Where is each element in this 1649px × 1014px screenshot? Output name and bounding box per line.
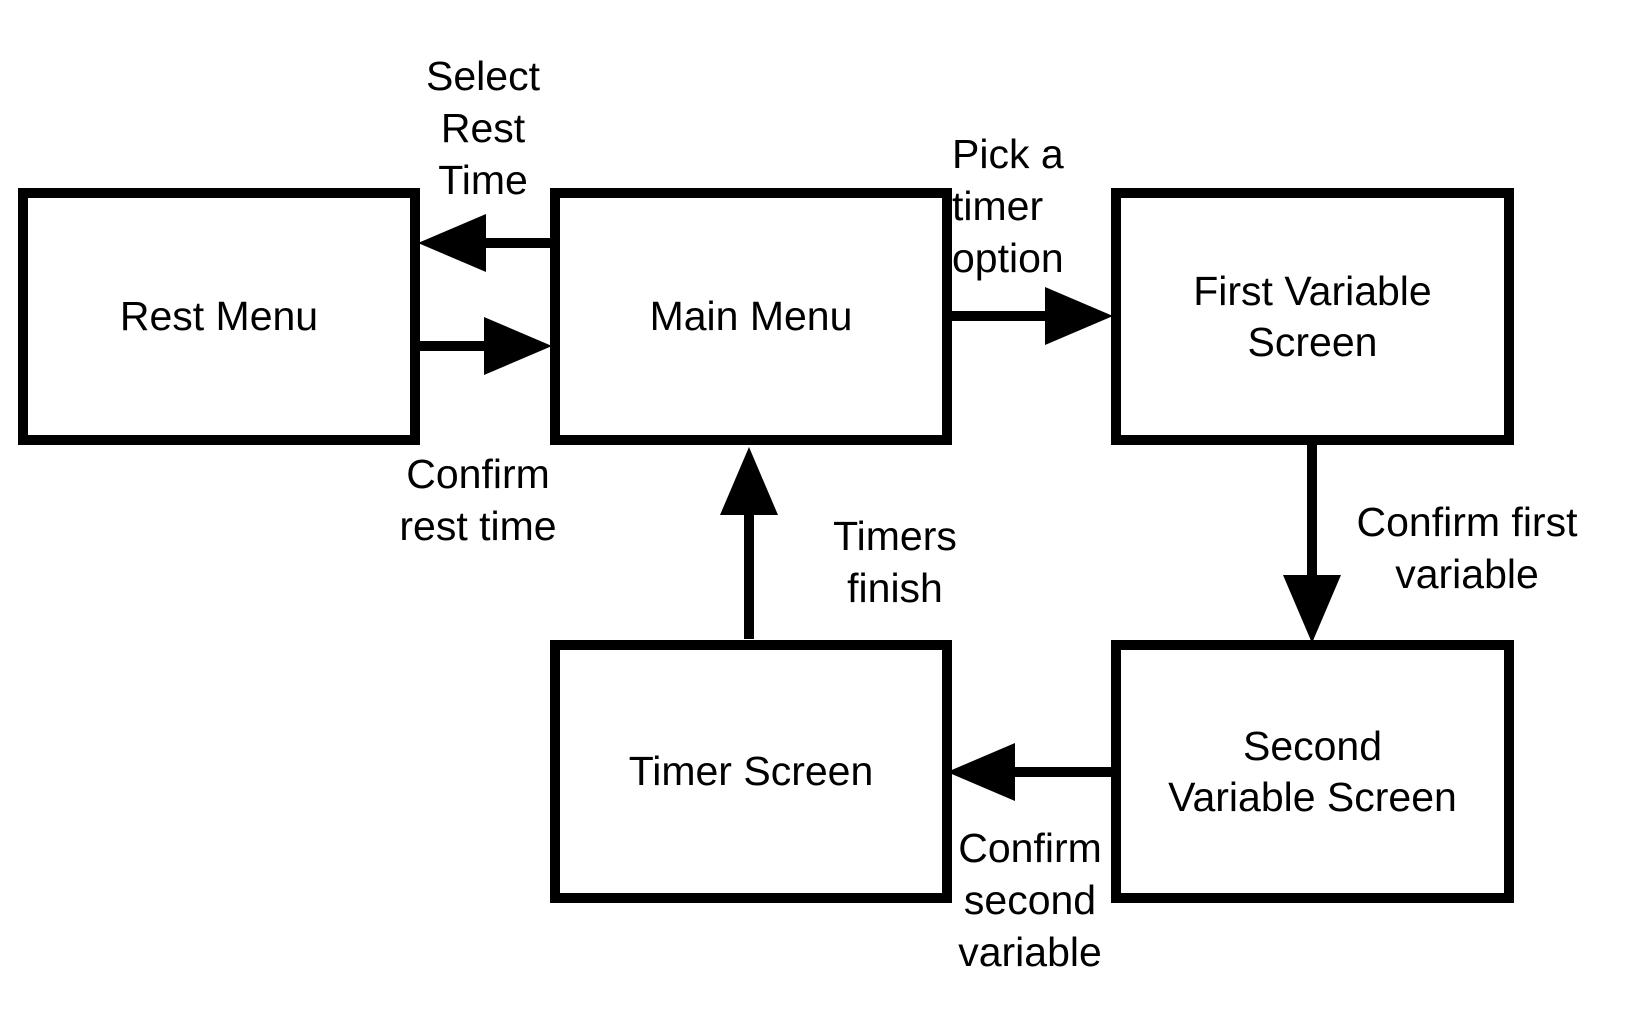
second-variable-screen-box: Second Variable Screen [1111, 640, 1514, 903]
arrow-confirm-second-variable [947, 743, 1113, 801]
rest-menu-label: Rest Menu [119, 293, 319, 339]
rest-menu-box: Rest Menu [18, 188, 420, 445]
edge-label-pick-timer-option: Pick a timer option [952, 131, 1064, 281]
edge-label-confirm-first-variable: Confirm first variable [1356, 499, 1578, 597]
second-variable-screen-label: Second Variable Screen [1168, 722, 1457, 820]
arrow-confirm-rest-time [418, 317, 552, 375]
timer-screen-label: Timer Screen [628, 748, 874, 794]
main-menu-label: Main Menu [649, 293, 853, 339]
timer-screen-box: Timer Screen [550, 640, 952, 903]
arrow-timers-finish [720, 447, 778, 639]
main-menu-box: Main Menu [550, 188, 952, 445]
arrow-pick-timer-option [950, 287, 1113, 345]
arrow-confirm-first-variable [1283, 440, 1341, 643]
edge-label-select-rest-time: Select Rest Time [426, 53, 540, 203]
edge-label-timers-finish: Timers finish [833, 513, 957, 611]
first-variable-screen-box: First Variable Screen [1111, 188, 1514, 445]
edge-label-confirm-second-variable: Confirm second variable [958, 825, 1102, 975]
arrow-select-rest-time [418, 214, 552, 272]
edge-label-confirm-rest-time: Confirm rest time [399, 451, 557, 549]
first-variable-screen-label: First Variable Screen [1193, 267, 1432, 365]
